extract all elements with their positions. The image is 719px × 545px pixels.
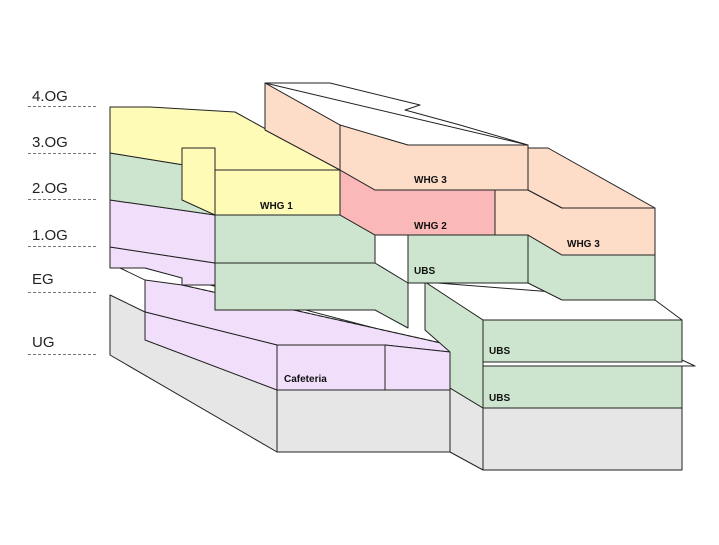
floor-line-2og	[28, 199, 96, 200]
floor-label-eg: EG	[32, 271, 54, 288]
floor-label-4og: 4.OG	[32, 88, 68, 105]
label-ubs-lower: UBS	[489, 393, 510, 404]
label-whg3-top: WHG 3	[414, 175, 447, 186]
label-whg2: WHG 2	[414, 221, 447, 232]
floor-label-3og: 3.OG	[32, 134, 68, 151]
basement-right-face	[482, 407, 683, 471]
floor-line-3og	[28, 153, 96, 154]
label-whg3-right: WHG 3	[567, 239, 600, 250]
floor-line-eg	[28, 292, 96, 293]
label-whg1: WHG 1	[260, 201, 293, 212]
ubs-upper-front	[482, 319, 683, 363]
floor-line-1og	[28, 246, 96, 247]
label-ubs-eg: UBS	[414, 266, 435, 277]
whg3-left-face	[264, 82, 341, 171]
basement-front-face	[276, 387, 451, 453]
og3-column-a	[181, 147, 216, 216]
label-cafeteria: Cafeteria	[284, 374, 327, 385]
floor-label-ug: UG	[32, 334, 55, 351]
og1-main-front	[214, 214, 376, 264]
cafeteria-front-b	[384, 344, 451, 391]
ubs-lower-front	[482, 365, 683, 409]
floor-label-1og: 1.OG	[32, 227, 68, 244]
floor-line-4og	[28, 106, 96, 107]
floor-line-ug	[28, 354, 96, 355]
label-ubs-upper: UBS	[489, 346, 510, 357]
whg3-right-roof	[527, 147, 656, 209]
floor-label-2og: 2.OG	[32, 180, 68, 197]
